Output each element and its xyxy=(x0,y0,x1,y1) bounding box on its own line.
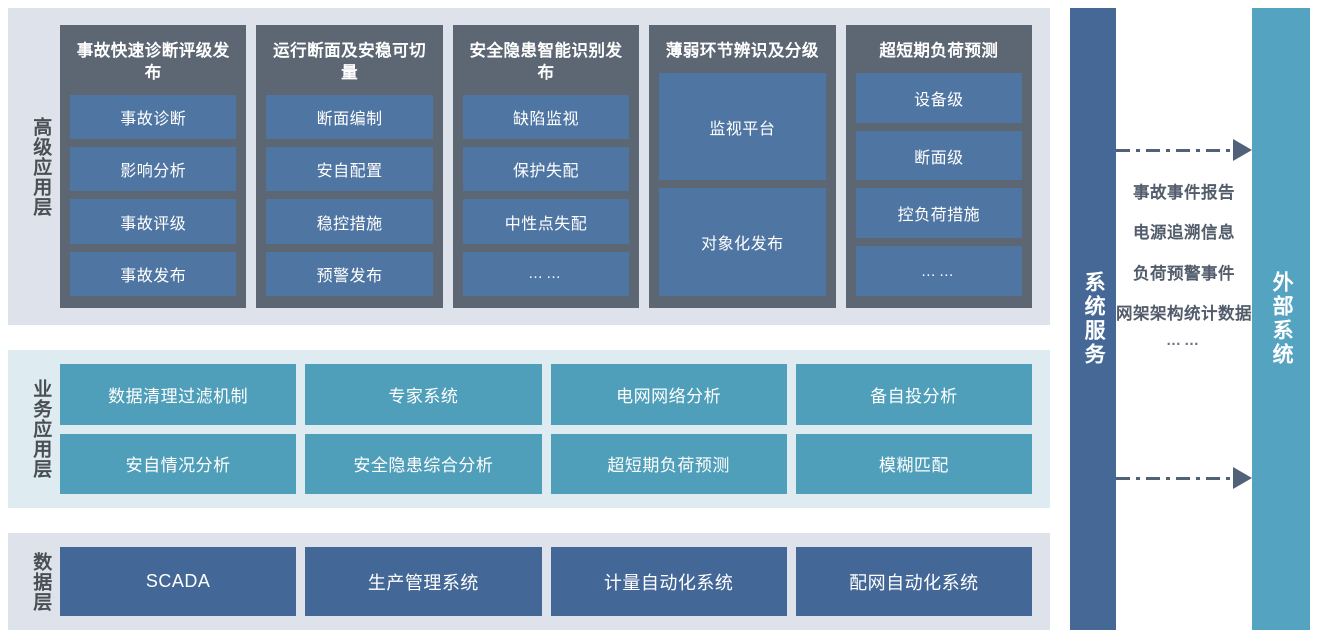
business-cell[interactable]: 专家系统 xyxy=(305,364,542,425)
business-row: 数据清理过滤机制 专家系统 电网网络分析 备自投分析 xyxy=(60,364,1032,425)
group-items: 断面编制 安自配置 稳控措施 预警发布 xyxy=(266,94,433,296)
external-system-bar[interactable]: 外部系统 xyxy=(1252,8,1310,630)
flow-label-grid-stats: 网架架构统计数据 xyxy=(1116,305,1252,324)
group-title: 事故快速诊断评级发布 xyxy=(76,42,230,82)
business-cell[interactable]: 数据清理过滤机制 xyxy=(60,364,297,425)
flow-label-load-warning: 负荷预警事件 xyxy=(1133,264,1235,283)
group-items: 设备级 断面级 控负荷措施 …… xyxy=(855,72,1023,296)
flow-label-accident-report: 事故事件报告 xyxy=(1133,184,1235,202)
group-item[interactable]: 预警发布 xyxy=(266,251,433,296)
business-row: 安自情况分析 安全隐患综合分析 超短期负荷预测 模糊匹配 xyxy=(60,433,1032,494)
group-item[interactable]: 控负荷措施 xyxy=(855,188,1023,239)
group-title: 超短期负荷预测 xyxy=(879,42,999,60)
data-cell-scada[interactable]: SCADA xyxy=(60,547,297,616)
group-title: 运行断面及安稳可切量 xyxy=(273,42,427,82)
flow-label-power-trace: 电源追溯信息 xyxy=(1133,224,1235,243)
layer-data-body: SCADA 生产管理系统 计量自动化系统 配网自动化系统 xyxy=(60,533,1050,630)
arrowhead-icon xyxy=(1233,467,1252,489)
flow-label-list: 事故事件报告 电源追溯信息 负荷预警事件 网架架构统计数据 …… xyxy=(1116,183,1252,350)
flow-arrow-top-icon xyxy=(1116,139,1252,161)
group-items: 监视平台 对象化发布 xyxy=(659,72,826,296)
business-cell[interactable]: 模糊匹配 xyxy=(795,433,1032,494)
flow-arrow-bottom-icon xyxy=(1116,467,1252,489)
layer-advanced-body: 事故快速诊断评级发布 事故诊断 影响分析 事故评级 事故发布 运行断面及安稳可切… xyxy=(60,8,1050,325)
group-safety-hazard[interactable]: 安全隐患智能识别发布 缺陷监视 保护失配 中性点失配 …… xyxy=(452,25,640,308)
data-cell-distribution[interactable]: 配网自动化系统 xyxy=(795,547,1032,616)
layer-advanced-label: 高级应用层 xyxy=(30,116,52,217)
business-cell[interactable]: 安全隐患综合分析 xyxy=(305,433,542,494)
group-operation-section[interactable]: 运行断面及安稳可切量 断面编制 安自配置 稳控措施 预警发布 xyxy=(256,25,443,308)
dash-dot-line xyxy=(1116,476,1233,480)
group-item[interactable]: 断面编制 xyxy=(266,94,433,140)
dash-dot-line xyxy=(1116,148,1233,152)
group-item[interactable]: 安自配置 xyxy=(266,147,433,192)
group-item[interactable]: 缺陷监视 xyxy=(462,94,630,140)
group-item[interactable]: 事故发布 xyxy=(70,251,237,296)
layer-business-application: 业务应用层 数据清理过滤机制 专家系统 电网网络分析 备自投分析 安自情况分析 … xyxy=(8,350,1050,508)
business-cell[interactable]: 安自情况分析 xyxy=(60,433,297,494)
business-cell[interactable]: 电网网络分析 xyxy=(550,364,787,425)
layer-business-body: 数据清理过滤机制 专家系统 电网网络分析 备自投分析 安自情况分析 安全隐患综合… xyxy=(60,350,1050,508)
group-items: 缺陷监视 保护失配 中性点失配 …… xyxy=(462,94,630,296)
data-cell-production[interactable]: 生产管理系统 xyxy=(305,547,542,616)
group-item[interactable]: 对象化发布 xyxy=(659,188,826,296)
layer-advanced-application: 高级应用层 事故快速诊断评级发布 事故诊断 影响分析 事故评级 事故发布 运行断… xyxy=(8,8,1050,325)
group-item[interactable]: 断面级 xyxy=(855,130,1023,181)
group-item-ellipsis[interactable]: …… xyxy=(855,246,1023,296)
business-cell[interactable]: 备自投分析 xyxy=(795,364,1032,425)
group-title: 安全隐患智能识别发布 xyxy=(469,42,623,82)
group-item[interactable]: 中性点失配 xyxy=(462,199,630,244)
arrowhead-icon xyxy=(1233,139,1252,161)
group-item[interactable]: 事故诊断 xyxy=(70,94,237,140)
group-load-forecast[interactable]: 超短期负荷预测 设备级 断面级 控负荷措施 …… xyxy=(845,25,1033,308)
business-cell[interactable]: 超短期负荷预测 xyxy=(550,433,787,494)
flow-label-ellipsis: …… xyxy=(1166,331,1202,349)
group-item[interactable]: 保护失配 xyxy=(462,147,630,192)
group-item[interactable]: 稳控措施 xyxy=(266,199,433,244)
system-service-bar[interactable]: 系统服务 xyxy=(1070,8,1116,630)
layer-data: 数据层 SCADA 生产管理系统 计量自动化系统 配网自动化系统 xyxy=(8,533,1050,630)
group-accident-diagnosis[interactable]: 事故快速诊断评级发布 事故诊断 影响分析 事故评级 事故发布 xyxy=(60,25,247,308)
flow-area: 事故事件报告 电源追溯信息 负荷预警事件 网架架构统计数据 …… xyxy=(1116,8,1252,630)
layer-data-label: 数据层 xyxy=(30,551,52,612)
group-title: 薄弱环节辨识及分级 xyxy=(665,42,819,60)
layer-business-label: 业务应用层 xyxy=(30,379,52,479)
group-item-ellipsis[interactable]: …… xyxy=(462,251,630,296)
group-item[interactable]: 设备级 xyxy=(855,72,1023,123)
group-item[interactable]: 事故评级 xyxy=(70,199,237,244)
group-item[interactable]: 影响分析 xyxy=(70,147,237,192)
data-cell-metering[interactable]: 计量自动化系统 xyxy=(550,547,787,616)
group-item[interactable]: 监视平台 xyxy=(659,72,826,181)
group-items: 事故诊断 影响分析 事故评级 事故发布 xyxy=(70,94,237,296)
group-weak-link[interactable]: 薄弱环节辨识及分级 监视平台 对象化发布 xyxy=(649,25,836,308)
